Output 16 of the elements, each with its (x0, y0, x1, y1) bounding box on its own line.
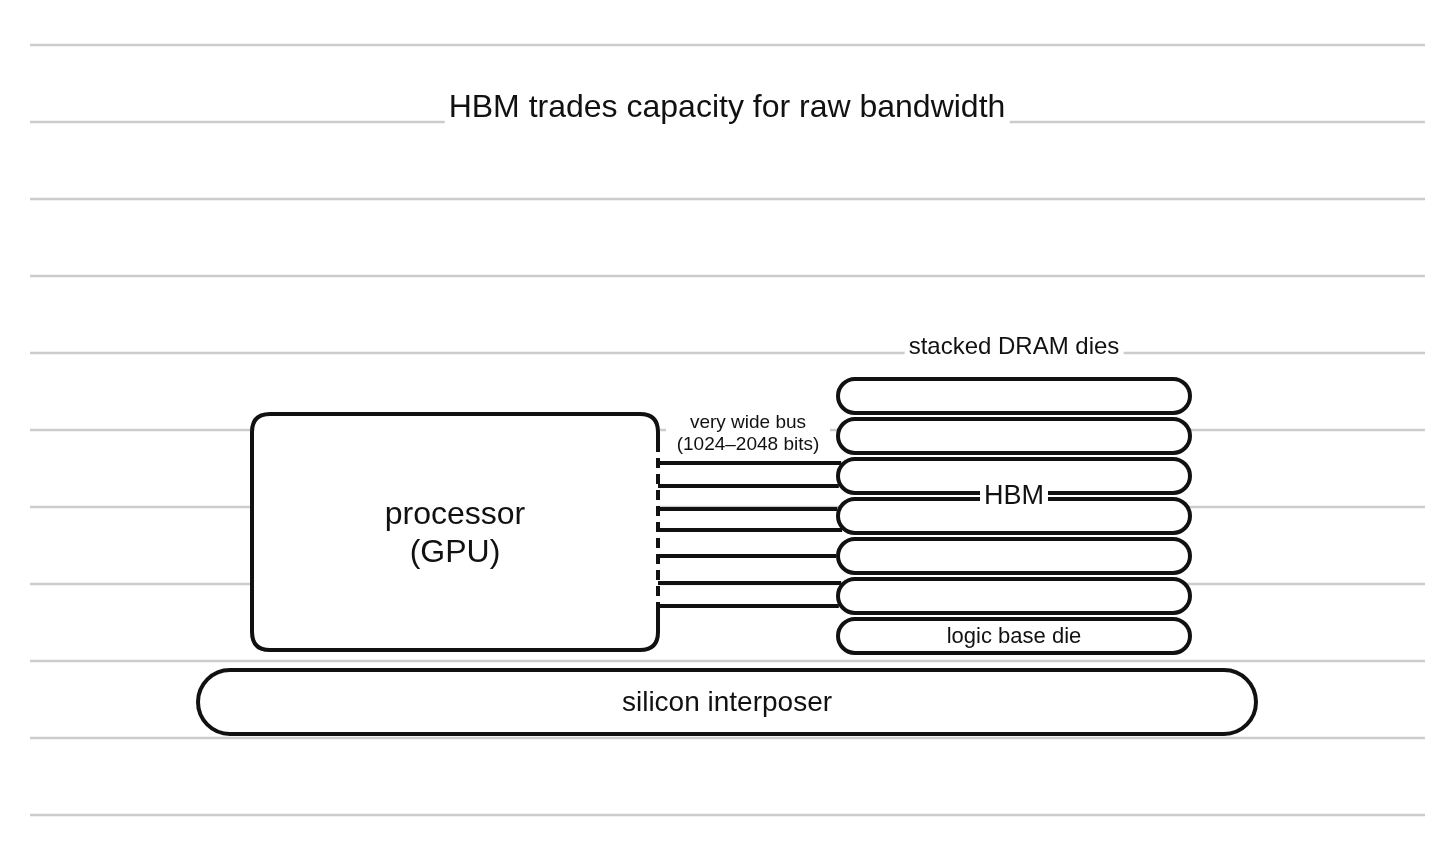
bus-line (658, 528, 843, 532)
interposer-label: silicon interposer (621, 685, 833, 719)
memory-die (836, 537, 1192, 575)
chip-label: processor (GPU) (383, 493, 527, 571)
memory-die (836, 417, 1192, 455)
bus-line (658, 461, 842, 465)
bus-line (658, 554, 836, 558)
bus-line (658, 604, 839, 608)
die-label: logic base die (946, 622, 1082, 650)
processor-chip (250, 412, 660, 652)
bus-line (658, 581, 842, 585)
logic-die (836, 617, 1192, 655)
memory-die (836, 377, 1192, 415)
bus-line (658, 507, 838, 511)
memory-die (836, 577, 1192, 615)
bus-line (658, 484, 839, 488)
